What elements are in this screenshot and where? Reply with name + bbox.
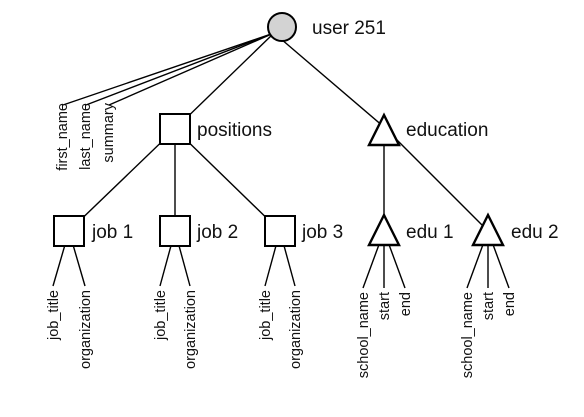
- attr-label-edu1-start: start: [377, 292, 393, 320]
- positions-node-square: [159, 113, 191, 145]
- edu2-node-label: edu 2: [511, 222, 559, 243]
- attr-label-edu1-end: end: [398, 292, 414, 316]
- edu1-node-triangle: [367, 212, 401, 247]
- root-node-circle: [267, 12, 297, 42]
- attribute-labels: first_name last_name summary job_title o…: [46, 102, 518, 378]
- attr-label-edu1-school-name: school_name: [356, 292, 372, 378]
- edge-education-edu2: [383, 126, 489, 232]
- edge-root-last-name: [85, 32, 275, 106]
- attr-label-edu2-school-name: school_name: [460, 292, 476, 378]
- job3-node-square: [264, 215, 296, 247]
- education-node-triangle: [367, 112, 401, 147]
- edu1-node-label: edu 1: [406, 222, 454, 243]
- job2-node-square: [159, 215, 191, 247]
- attr-label-edu2-start: start: [481, 292, 497, 320]
- positions-node-label: positions: [197, 120, 272, 141]
- edge-root-first-name: [62, 32, 275, 106]
- edge-positions-job1: [68, 128, 176, 232]
- attr-label-job1-job-title: job_title: [46, 290, 62, 341]
- attr-label-job3-organization: organization: [288, 290, 304, 369]
- edge-positions-job3: [174, 128, 281, 232]
- root-node-label: user 251: [312, 18, 386, 39]
- attr-label-job3-job-title: job_title: [258, 290, 274, 341]
- edge-root-education: [273, 32, 385, 128]
- attr-label-last-name: last_name: [78, 103, 94, 170]
- job3-node-label: job 3: [301, 222, 343, 243]
- attr-label-first-name: first_name: [55, 103, 71, 171]
- attr-label-job2-organization: organization: [183, 290, 199, 369]
- attr-label-job1-organization: organization: [78, 290, 94, 369]
- edges: [52, 32, 510, 289]
- edge-root-summary: [108, 32, 275, 106]
- nodes: user 251 positions education job 1 job 2…: [53, 12, 559, 247]
- attr-label-job2-job-title: job_title: [153, 290, 169, 341]
- edge-root-positions: [174, 32, 275, 130]
- attr-label-summary: summary: [101, 102, 117, 162]
- job1-node-square: [53, 215, 85, 247]
- job1-node-label: job 1: [91, 222, 133, 243]
- edu2-node-triangle: [471, 212, 505, 247]
- attr-label-edu2-end: end: [502, 292, 518, 316]
- education-node-label: education: [406, 120, 488, 141]
- job2-node-label: job 2: [196, 222, 238, 243]
